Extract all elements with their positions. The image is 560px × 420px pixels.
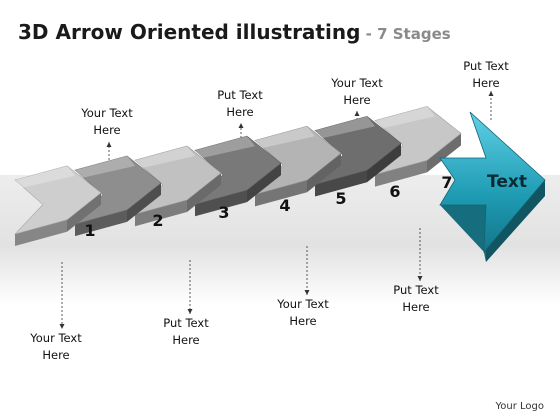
- chevron-7-shine: [375, 106, 435, 129]
- stage-number-5: 5: [335, 189, 346, 208]
- chevron-1: 1: [14, 165, 102, 246]
- connector-4: [488, 91, 494, 120]
- chevron-5-tip-side: [307, 153, 341, 193]
- connector-8: [417, 228, 423, 281]
- chevron-1-face: [14, 165, 102, 235]
- stage-number-1: 1: [84, 221, 95, 240]
- label-6-line1: Put Text: [163, 316, 209, 330]
- label-3-line1: Your Text: [331, 76, 383, 90]
- chevron-1-shine: [15, 165, 75, 188]
- label-1-line2: Here: [93, 123, 121, 137]
- stage-number-4: 4: [279, 196, 290, 215]
- connector-5: [59, 262, 65, 329]
- arrow-head-bottom: [440, 205, 486, 262]
- logo-text: Your Logo: [495, 401, 544, 412]
- chevron-5-side: [255, 180, 307, 207]
- label-8-line1: Put Text: [393, 283, 439, 297]
- chevron-7-tip-side: [427, 133, 461, 173]
- chevron-2-tip-side: [127, 182, 161, 222]
- connector-3-arrow-icon: [354, 111, 360, 116]
- label-4-line2: Here: [472, 76, 500, 90]
- chevron-7-side: [375, 160, 427, 187]
- chevron-2-side: [75, 209, 127, 237]
- label-3-line2: Here: [343, 93, 371, 107]
- label-7: Your Text Here: [258, 296, 348, 330]
- chevron-1-tip-side: [67, 192, 101, 232]
- arrow-head-face: [439, 111, 546, 254]
- label-7-line2: Here: [289, 314, 317, 328]
- label-1-line1: Your Text: [81, 106, 133, 120]
- connector-7: [304, 246, 310, 295]
- chevron-6-shine: [315, 116, 375, 139]
- chevron-4-side: [195, 190, 247, 217]
- label-5: Your Text Here: [11, 330, 101, 364]
- arrow-head-side: [484, 180, 545, 262]
- connector-1-arrow-icon: [106, 142, 112, 147]
- connector-8-arrow-icon: [417, 276, 423, 281]
- title-separator: -: [360, 25, 378, 43]
- connector-5-arrow-icon: [59, 324, 65, 329]
- connector-4-arrow-icon: [488, 91, 494, 96]
- connector-6: [187, 260, 193, 314]
- label-8-line2: Here: [402, 300, 430, 314]
- label-7-line1: Your Text: [277, 297, 329, 311]
- chevron-3-tip-side: [187, 173, 221, 213]
- stage-number-3: 3: [218, 203, 229, 222]
- stage-number-7: 7: [441, 173, 452, 192]
- label-8: Put Text Here: [371, 282, 461, 316]
- stage-number-2: 2: [152, 211, 163, 230]
- chevron-6-tip-side: [367, 143, 401, 183]
- label-2: Put Text Here: [195, 87, 285, 121]
- chevron-2-shine: [75, 155, 135, 179]
- arrow-head-text: Text: [487, 172, 527, 192]
- label-4-line1: Put Text: [463, 59, 509, 73]
- stage-number-6: 6: [389, 182, 400, 201]
- label-4: Put Text Here: [441, 58, 531, 92]
- label-6-line2: Here: [172, 333, 200, 347]
- label-1: Your Text Here: [62, 105, 152, 139]
- chevron-4-shine: [195, 136, 255, 159]
- connector-2-arrow-icon: [238, 123, 244, 128]
- chevron-4-tip-side: [247, 163, 281, 203]
- chevron-1-side: [15, 219, 67, 246]
- label-2-line2: Here: [226, 105, 254, 119]
- chevron-3-shine: [135, 146, 195, 169]
- label-3: Your Text Here: [312, 75, 402, 109]
- title-main: 3D Arrow Oriented illustrating: [18, 20, 361, 44]
- chevron-6-side: [315, 170, 367, 197]
- chevron-3-side: [135, 200, 187, 227]
- label-2-line1: Put Text: [217, 88, 263, 102]
- arrow-head: Text: [439, 111, 546, 262]
- chevron-5-shine: [255, 126, 315, 149]
- connector-7-arrow-icon: [304, 290, 310, 295]
- title: 3D Arrow Oriented illustrating - 7 Stage…: [18, 20, 451, 44]
- label-5-line1: Your Text: [30, 331, 82, 345]
- chevrons: 7 6 5 4 3 2 1: [14, 106, 462, 246]
- title-sub: 7 Stages: [377, 25, 451, 43]
- connector-6-arrow-icon: [187, 309, 193, 314]
- label-5-line2: Here: [42, 348, 70, 362]
- label-6: Put Text Here: [141, 315, 231, 349]
